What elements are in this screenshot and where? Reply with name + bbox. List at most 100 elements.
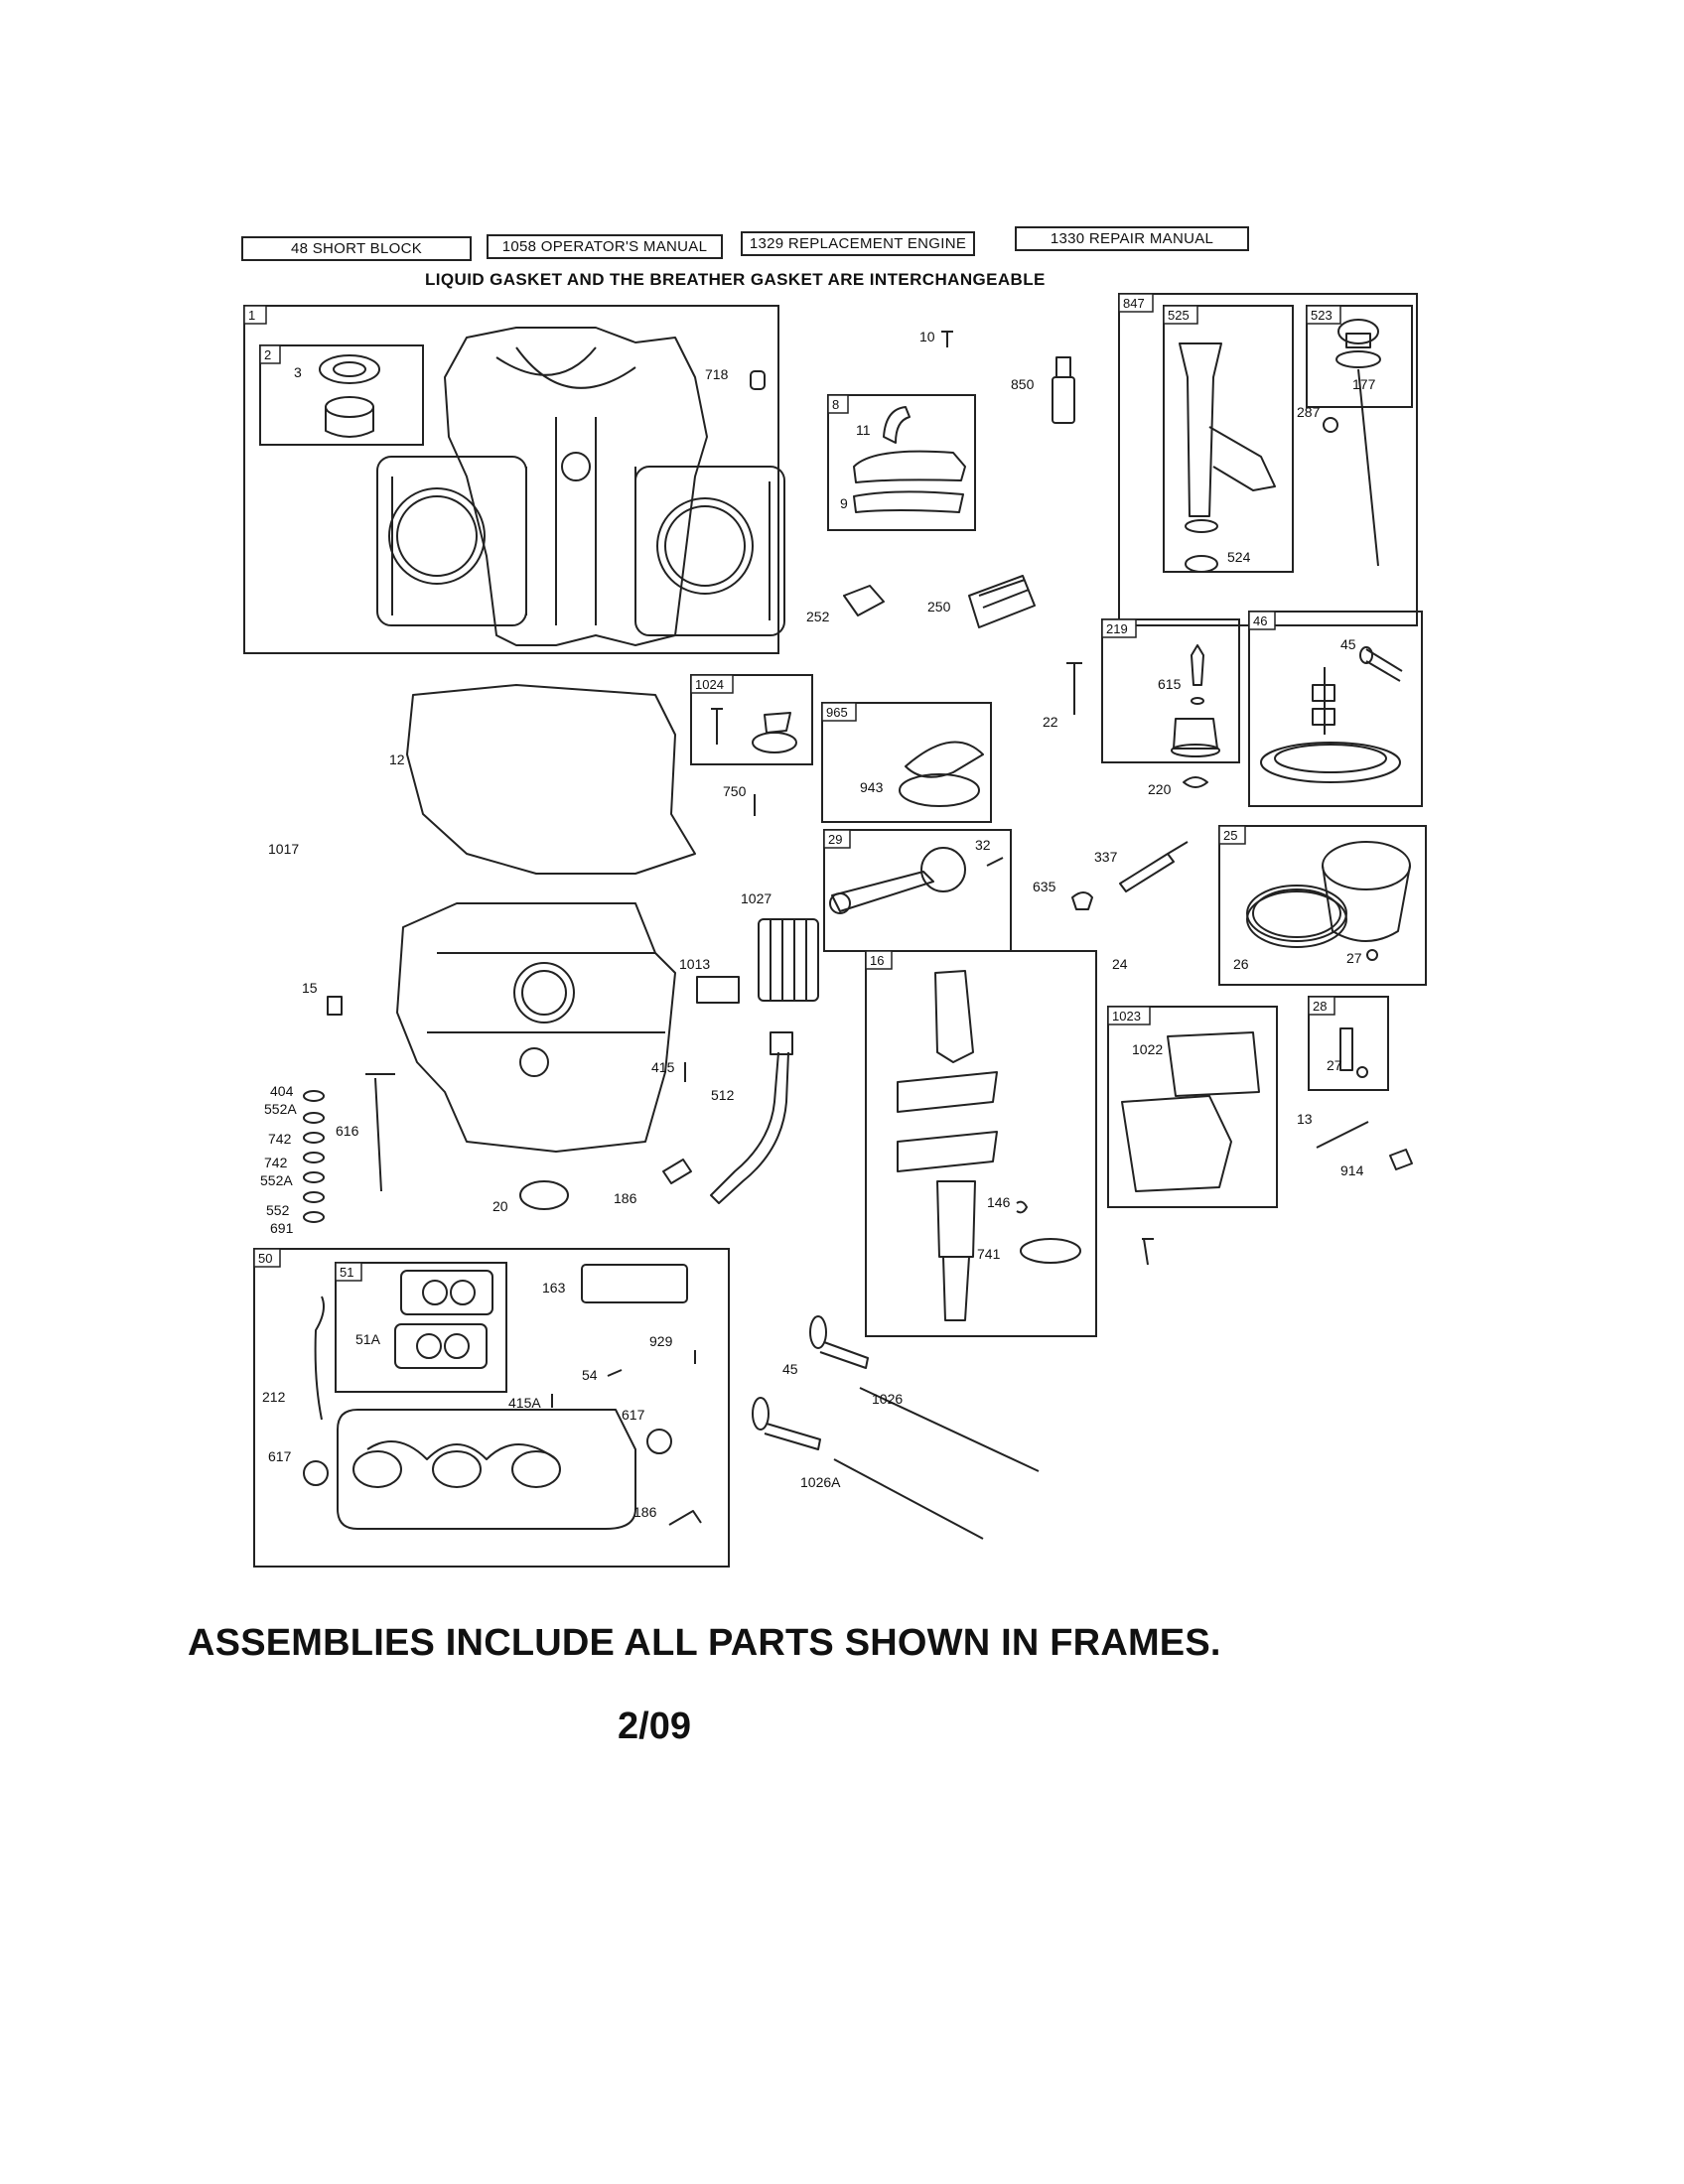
cylinder-block-drawing: [376, 327, 785, 646]
label-24: 24: [1112, 956, 1128, 972]
label-943: 943: [860, 779, 884, 795]
frame-219: [1101, 618, 1240, 763]
label-742-a: 742: [268, 1131, 292, 1147]
frame-1024: [690, 674, 813, 765]
frame-number-texts: 1 2 8 847 525 523 1024 965 219 46 29 25 …: [248, 296, 1333, 1280]
label-15: 15: [302, 980, 318, 996]
frame-label-29: 29: [828, 832, 842, 847]
label-13: 13: [1297, 1111, 1313, 1127]
label-9: 9: [840, 495, 848, 511]
label-552A-a: 552A: [264, 1101, 297, 1117]
label-615: 615: [1158, 676, 1182, 692]
key-146: [1016, 1200, 1028, 1214]
frame-label-2: 2: [264, 347, 271, 362]
label-524: 524: [1227, 549, 1251, 565]
label-415: 415: [651, 1059, 675, 1075]
frame-965: [821, 702, 992, 823]
breather-hose-512: [710, 1031, 793, 1204]
retainer-27a: [1366, 949, 1378, 961]
label-287: 287: [1297, 404, 1321, 420]
seal-741: [1020, 1238, 1081, 1264]
breather-valve-1024: [711, 708, 797, 753]
plug-15: [327, 996, 343, 1016]
label-10: 10: [919, 329, 935, 344]
label-186b: 186: [633, 1504, 657, 1520]
label-617b: 617: [268, 1448, 292, 1464]
label-27b: 27: [1327, 1057, 1342, 1073]
frame-label-847: 847: [1123, 296, 1145, 311]
dipstick-tube-drawing: [1179, 342, 1276, 573]
part-drawings: [303, 319, 1413, 1540]
repair-manual-button[interactable]: 1330 REPAIR MANUAL: [1015, 226, 1249, 251]
governor-219: [1171, 644, 1220, 757]
frame-label-1: 1: [248, 308, 255, 323]
bolt-13: [1316, 1121, 1369, 1149]
label-45a: 45: [1340, 636, 1356, 652]
washer-220: [1183, 776, 1208, 788]
label-220: 220: [1148, 781, 1172, 797]
rod-bolt-32: [986, 857, 1004, 867]
interchangeable-note: LIQUID GASKET AND THE BREATHER GASKET AR…: [425, 270, 1046, 289]
label-163: 163: [542, 1280, 566, 1296]
frame-50: [253, 1248, 730, 1568]
rod-small-end: [829, 892, 851, 914]
frame-number-tags: [243, 293, 1341, 1282]
label-718: 718: [705, 366, 729, 382]
frame-label-28: 28: [1313, 999, 1327, 1014]
crankshaft-16: [897, 970, 998, 1321]
replacement-engine-button[interactable]: 1329 REPLACEMENT ENGINE: [741, 231, 975, 256]
frame-1: [243, 305, 779, 654]
label-32: 32: [975, 837, 991, 853]
label-26: 26: [1233, 956, 1249, 972]
frame-2: [259, 344, 424, 446]
frame-label-1024: 1024: [695, 677, 724, 692]
label-337: 337: [1094, 849, 1118, 865]
bearing-seal-drawing: [319, 354, 380, 438]
short-block-button[interactable]: 48 SHORT BLOCK: [241, 236, 472, 261]
frame-label-523: 523: [1311, 308, 1333, 323]
governor-shaft-616: [303, 1073, 395, 1223]
o-ring-617a: [646, 1429, 672, 1454]
frame-label-525: 525: [1168, 308, 1190, 323]
label-212: 212: [262, 1389, 286, 1405]
label-51A: 51A: [355, 1331, 381, 1347]
frame-label-965: 965: [826, 705, 848, 720]
frame-label-46: 46: [1253, 614, 1267, 628]
piston-25: [1246, 841, 1411, 948]
screw-54: [607, 1369, 623, 1377]
label-20: 20: [492, 1198, 508, 1214]
frame-1023: [1107, 1006, 1278, 1208]
operators-manual-button[interactable]: 1058 OPERATOR'S MANUAL: [487, 234, 723, 259]
crankcase-cover-drawing: [396, 902, 676, 1153]
assemblies-note: ASSEMBLIES INCLUDE ALL PARTS SHOWN IN FR…: [188, 1622, 1221, 1664]
label-45b: 45: [782, 1361, 798, 1377]
label-250: 250: [927, 599, 951, 614]
fitting-186a: [662, 1159, 692, 1184]
pin-24: [1142, 1238, 1154, 1266]
label-12: 12: [389, 751, 405, 767]
label-177: 177: [1352, 376, 1376, 392]
frame-523: [1306, 305, 1413, 408]
label-914: 914: [1340, 1162, 1364, 1178]
frame-16: [865, 950, 1097, 1337]
label-617a: 617: [622, 1407, 645, 1423]
label-1026: 1026: [872, 1391, 903, 1407]
frame-label-1023: 1023: [1112, 1009, 1141, 1024]
label-1022: 1022: [1132, 1041, 1163, 1057]
label-186a: 186: [614, 1190, 637, 1206]
elbow-635: [1071, 891, 1093, 910]
frame-28: [1308, 996, 1389, 1091]
label-929: 929: [649, 1333, 673, 1349]
air-filter-drawing: [843, 575, 1036, 628]
label-1013: [696, 976, 740, 1004]
pin-28: [1339, 1027, 1368, 1078]
label-27a: 27: [1346, 950, 1362, 966]
label-252: 252: [806, 609, 830, 624]
part-labels: 3 718 10 11 9 850 524 177 287 252 250 12…: [260, 329, 1376, 1520]
revision-date: 2/09: [618, 1706, 691, 1747]
label-415A: 415A: [508, 1395, 541, 1411]
frame-46: [1248, 611, 1423, 807]
frame-525: [1163, 305, 1294, 573]
label-850: 850: [1011, 376, 1035, 392]
